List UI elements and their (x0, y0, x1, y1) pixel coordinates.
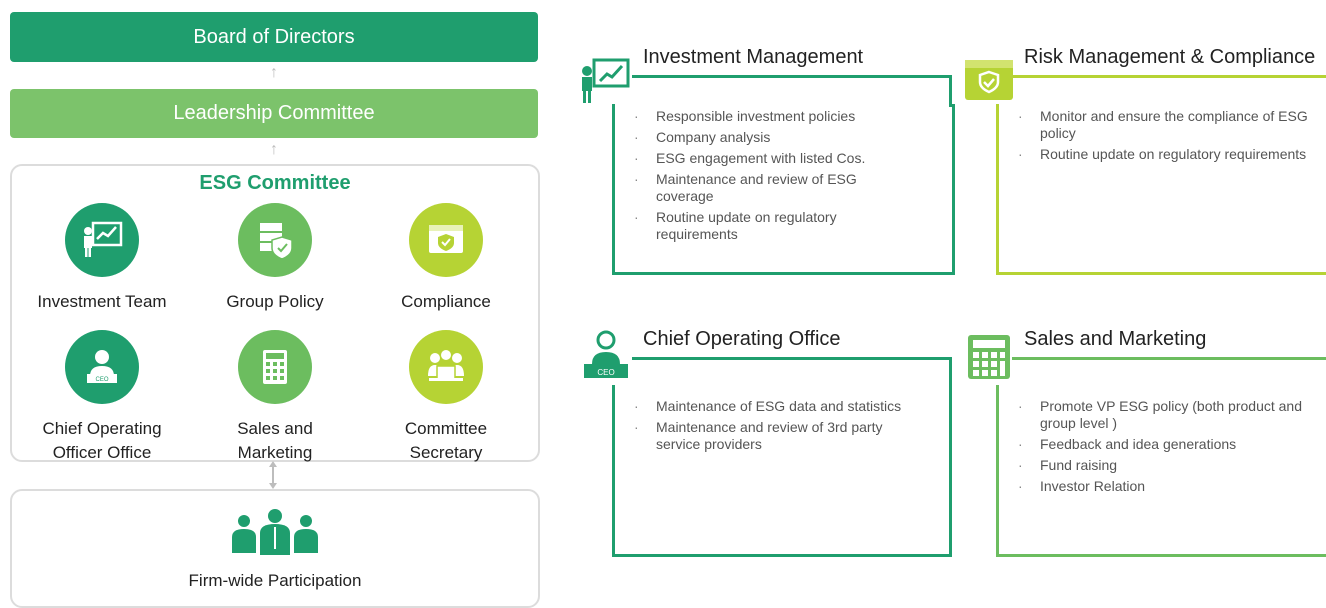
member-label: Investment Team (37, 292, 167, 311)
esg-committee-title: ESG Committee (199, 172, 351, 194)
list-item: Maintenance and review of 3rd party serv… (634, 419, 924, 453)
list-item: Routine update on regulatory requirement… (1018, 146, 1308, 163)
section-border-top (632, 75, 952, 78)
list-item: Responsible investment policies (634, 108, 914, 125)
browser-shield-icon (409, 203, 483, 277)
member-investment-team: Investment Team (12, 203, 192, 314)
ceo-person-icon: CEO (582, 328, 630, 385)
section-box-risk (996, 104, 1326, 275)
list-item: Maintenance of ESG data and statistics (634, 398, 924, 415)
section-border-right (949, 357, 952, 557)
section-title-investment: Investment Management (643, 46, 864, 68)
risk-items: Monitor and ensure the compliance of ESG… (1018, 108, 1308, 167)
up-arrow-icon: ↑ (270, 64, 278, 81)
list-item: Company analysis (634, 129, 914, 146)
list-item: Promote VP ESG policy (both product and … (1018, 398, 1308, 432)
firm-wide-panel: Firm-wide Participation (10, 489, 540, 608)
ceo-person-icon: CEO (65, 330, 139, 404)
section-box-investment (612, 104, 955, 275)
section-border-top (1012, 75, 1326, 78)
member-committee-secretary: Committee Secretary (356, 330, 536, 465)
list-item: Feedback and idea generations (1018, 436, 1308, 453)
people-group-icon (230, 507, 320, 564)
member-compliance: Compliance (356, 203, 536, 314)
leadership-committee: Leadership Committee (10, 89, 538, 138)
calculator-icon (238, 330, 312, 404)
svg-text:CEO: CEO (95, 377, 108, 383)
section-title-risk: Risk Management & Compliance (1024, 46, 1316, 68)
sales-items: Promote VP ESG policy (both product and … (1018, 398, 1308, 499)
bidirectional-arrow-icon (269, 461, 277, 489)
list-item: Fund raising (1018, 457, 1308, 474)
member-label: Group Policy (226, 292, 324, 311)
member-group-policy: Group Policy (185, 203, 365, 314)
board-of-directors: Board of Directors (10, 12, 538, 62)
list-item: Maintenance and review of ESG coverage (634, 171, 914, 205)
firm-wide-label: Firm-wide Participation (188, 571, 362, 590)
section-title-sales: Sales and Marketing (1024, 328, 1207, 350)
section-border-right (949, 75, 952, 107)
up-arrow-icon: ↑ (270, 141, 278, 158)
member-label: Compliance (401, 292, 491, 311)
member-sales-marketing: Sales and Marketing (185, 330, 365, 465)
investment-chart-icon (580, 57, 632, 110)
member-label: Committee Secretary (404, 419, 488, 462)
calculator-icon (966, 333, 1012, 386)
team-meeting-icon (409, 330, 483, 404)
investment-chart-icon (65, 203, 139, 277)
section-box-coo (612, 385, 952, 557)
list-item: Investor Relation (1018, 478, 1308, 495)
list-item: Routine update on regulatory requirement… (634, 209, 914, 243)
browser-shield-icon (963, 58, 1015, 107)
section-box-sales (996, 385, 1326, 557)
section-title-coo: Chief Operating Office (643, 328, 841, 350)
investment-items: Responsible investment policies Company … (634, 108, 914, 247)
list-item: ESG engagement with listed Cos. (634, 150, 914, 167)
esg-committee-panel: ESG Committee Investment Team Gr (10, 164, 540, 462)
member-label: Sales and Marketing (237, 419, 313, 462)
section-border-top (1012, 357, 1326, 360)
member-coo-office: CEO Chief Operating Officer Office (12, 330, 192, 465)
svg-text:CEO: CEO (597, 368, 614, 377)
list-item: Monitor and ensure the compliance of ESG… (1018, 108, 1308, 142)
member-label: Chief Operating Officer Office (42, 419, 162, 462)
server-shield-icon (238, 203, 312, 277)
coo-items: Maintenance of ESG data and statistics M… (634, 398, 924, 457)
section-border-top (632, 357, 952, 360)
